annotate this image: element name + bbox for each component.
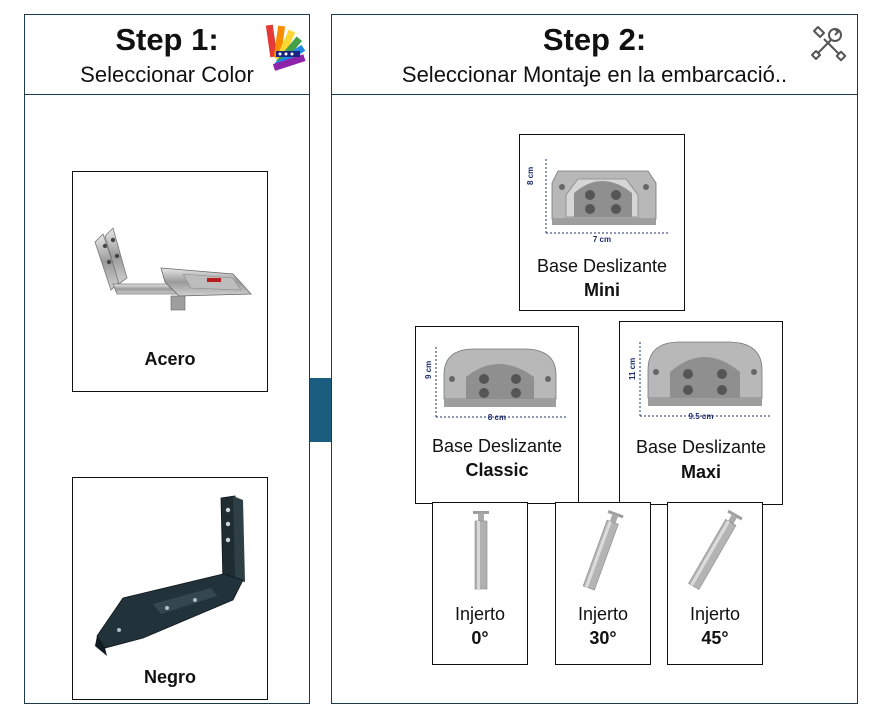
base-mini-name: Base Deslizante: [536, 256, 668, 276]
steel-mount-image: [94, 227, 252, 311]
step2-title: Step 2:: [542, 22, 647, 57]
step1-subtitle: Seleccionar Color: [80, 62, 254, 87]
injerto-0-image: [473, 511, 489, 590]
color-option-acero-label: Acero: [144, 349, 196, 369]
base-classic-height-label: 9 cm: [424, 360, 433, 379]
injerto-30-name: Injerto: [577, 604, 629, 624]
injerto-30-image: [582, 510, 624, 591]
injerto-option-0[interactable]: Injerto 0°: [432, 502, 528, 665]
step2-panel: Step 2: Seleccionar Montaje en la embarc…: [331, 14, 858, 704]
base-maxi-image: [639, 341, 772, 417]
base-classic-variant: Classic: [465, 460, 529, 480]
base-maxi-variant: Maxi: [680, 462, 722, 482]
base-maxi-height-label: 11 cm: [628, 357, 637, 380]
black-mount-image: [95, 495, 245, 656]
injerto-0-name: Injerto: [454, 604, 506, 624]
injerto-0-angle: 0°: [471, 628, 489, 648]
base-option-maxi[interactable]: 11 cm 9.5 cm Base Deslizante Maxi: [619, 321, 783, 505]
base-option-classic[interactable]: 9 cm 8 cm Base Deslizante Classic: [415, 326, 579, 504]
color-option-acero[interactable]: Acero: [72, 171, 268, 392]
base-mini-variant: Mini: [584, 280, 620, 300]
step1-title: Step 1:: [115, 22, 219, 57]
step1-header: Step 1: Seleccionar Color: [25, 15, 309, 95]
step2-subtitle: Seleccionar Montaje en la embarcació..: [401, 62, 788, 87]
injerto-45-angle: 45°: [701, 628, 729, 648]
base-classic-width-label: 8 cm: [487, 413, 507, 422]
base-mini-image: [545, 159, 668, 234]
color-palette-icon: [265, 24, 306, 71]
injerto-30-angle: 30°: [589, 628, 617, 648]
base-mini-width-label: 7 cm: [592, 235, 612, 244]
base-classic-image: [435, 347, 568, 418]
injerto-45-image: [688, 509, 743, 590]
injerto-45-name: Injerto: [689, 604, 741, 624]
base-maxi-width-label: 9.5 cm: [688, 412, 714, 421]
injerto-option-30[interactable]: Injerto 30°: [555, 502, 651, 665]
color-option-negro[interactable]: Negro: [72, 477, 268, 700]
base-maxi-name: Base Deslizante: [635, 437, 767, 457]
color-option-negro-label: Negro: [143, 667, 196, 687]
injerto-option-45[interactable]: Injerto 45°: [667, 502, 763, 665]
base-classic-name: Base Deslizante: [431, 436, 563, 456]
base-mini-height-label: 8 cm: [526, 166, 535, 185]
tools-icon: [811, 26, 847, 62]
step1-panel: Step 1: Seleccionar Color: [24, 14, 310, 704]
step2-header: Step 2: Seleccionar Montaje en la embarc…: [332, 15, 857, 95]
base-option-mini[interactable]: 8 cm 7 cm Base Deslizante Mini: [519, 134, 685, 311]
